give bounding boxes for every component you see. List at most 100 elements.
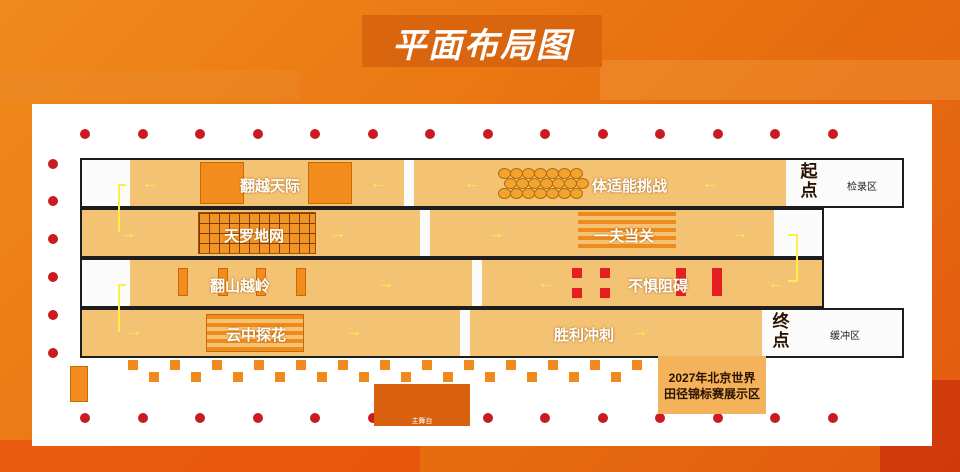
pillar-dot <box>655 129 665 139</box>
barrier-square <box>359 372 369 382</box>
zone-tineng-tiaozhan: 体适能挑战 <box>592 178 668 195</box>
arrow-right-icon: → <box>632 323 648 340</box>
barrier-square <box>464 360 474 370</box>
barrier-square <box>254 360 264 370</box>
lane-segment <box>482 260 822 306</box>
barrier-block-icon <box>572 268 582 278</box>
pillar-dot <box>482 129 493 139</box>
barrier-square <box>128 360 138 370</box>
pillar-dot <box>195 413 205 423</box>
page-title: 平面布局图 <box>392 27 572 65</box>
pillar-dot <box>425 129 435 139</box>
pillar-dot <box>48 272 58 282</box>
arrow-left-icon: ← <box>702 175 718 192</box>
pillar-dot <box>48 159 58 169</box>
pillar-dot <box>482 413 493 423</box>
zone-yunzhong-tanhua: 云中探花 <box>226 327 287 344</box>
barrier-square <box>569 372 579 382</box>
arrow-right-icon: → <box>732 225 748 242</box>
end-char-1: 终 <box>772 312 790 331</box>
zone-fanyue-tianji: 翻越天际 <box>240 178 301 195</box>
barrier-square <box>317 372 327 382</box>
barrier-square <box>527 372 537 382</box>
start-char-2: 点 <box>800 181 818 200</box>
barrier-square <box>191 372 201 382</box>
ball-icon <box>576 178 589 189</box>
zone-yifu-dangguan: 一夫当关 <box>594 228 655 245</box>
barrier-square <box>548 360 558 370</box>
arrow-right-icon: → <box>378 275 394 292</box>
pillar-dot <box>137 413 148 423</box>
ball-icon <box>570 188 583 199</box>
hurdle-bars-icon <box>578 212 676 252</box>
mountain-obstacle-icon <box>178 268 188 296</box>
pillar-dot <box>712 129 723 139</box>
route-connector <box>796 234 798 280</box>
pillar-dot <box>48 310 58 320</box>
barrier-square <box>296 360 306 370</box>
pillar-dot <box>540 413 550 423</box>
barrier-block-icon <box>572 288 582 298</box>
barrier-block-icon <box>600 268 610 278</box>
barrier-block-icon <box>676 268 686 296</box>
route-connector <box>118 284 120 332</box>
mountain-obstacle-icon <box>296 268 306 296</box>
background-decoration <box>0 70 300 100</box>
pillar-dot <box>712 413 723 423</box>
gate-icon <box>70 366 88 402</box>
start-char-1: 起 <box>800 162 818 181</box>
arrow-left-icon: ← <box>768 275 784 292</box>
barrier-square <box>506 360 516 370</box>
lane-segment <box>130 160 404 206</box>
main-stage: 主舞台 <box>374 384 470 426</box>
zone-shengli-chongci: 胜利冲刺 <box>554 327 615 344</box>
pillar-dot <box>195 129 205 139</box>
arrow-right-icon: → <box>126 323 142 340</box>
arrow-left-icon: ← <box>370 175 386 192</box>
end-char-2: 点 <box>772 331 790 350</box>
arrow-right-icon: → <box>330 225 346 242</box>
title-banner <box>362 15 602 67</box>
pillar-dot <box>655 413 665 423</box>
mountain-obstacle-icon <box>218 268 228 296</box>
buffer-area-label: 缓冲区 <box>830 331 860 342</box>
end-marker: 终 点 <box>768 312 794 350</box>
ball-icon <box>570 168 583 179</box>
route-connector <box>118 184 120 232</box>
pillar-dot <box>770 129 780 139</box>
pillar-dot <box>48 196 58 206</box>
pillar-dot <box>540 129 550 139</box>
barrier-block-icon <box>600 288 610 298</box>
checkin-area-label: 检录区 <box>847 182 877 193</box>
zone-tianluo-diwang: 天罗地网 <box>224 228 285 245</box>
pillar-dot <box>597 129 608 139</box>
zone-fanshan-yueling: 翻山越岭 <box>210 278 271 295</box>
barrier-square <box>590 360 600 370</box>
pillar-dot <box>310 413 320 423</box>
pillar-dot <box>137 129 148 139</box>
expo-line-2: 田径锦标赛展示区 <box>663 387 760 401</box>
expo-area: 2027年北京世界 田径锦标赛展示区 <box>658 356 766 414</box>
pillar-dot <box>367 129 378 139</box>
lane-segment <box>414 160 786 206</box>
barrier-square <box>443 372 453 382</box>
arrow-right-icon: → <box>488 225 504 242</box>
pillar-dot <box>48 348 58 358</box>
barrier-square <box>632 360 642 370</box>
barrier-square <box>275 372 285 382</box>
floor-plan-panel: 翻越天际 ← ← ← ← 体适能挑战 起 点 检录区 天罗地网 → → → → … <box>32 104 932 446</box>
route-connector <box>118 284 126 286</box>
barrier-square <box>233 372 243 382</box>
pillar-dot <box>252 129 263 139</box>
background-decoration <box>600 60 960 100</box>
start-marker: 起 点 <box>796 162 822 200</box>
barrier-square <box>338 360 348 370</box>
arrow-right-icon: → <box>120 225 136 242</box>
barrier-square <box>380 360 390 370</box>
pillar-dot <box>827 129 838 139</box>
pillar-dot <box>48 234 58 244</box>
barrier-square <box>149 372 159 382</box>
route-connector <box>788 280 798 282</box>
barrier-square <box>611 372 621 382</box>
arrow-left-icon: ← <box>142 175 158 192</box>
